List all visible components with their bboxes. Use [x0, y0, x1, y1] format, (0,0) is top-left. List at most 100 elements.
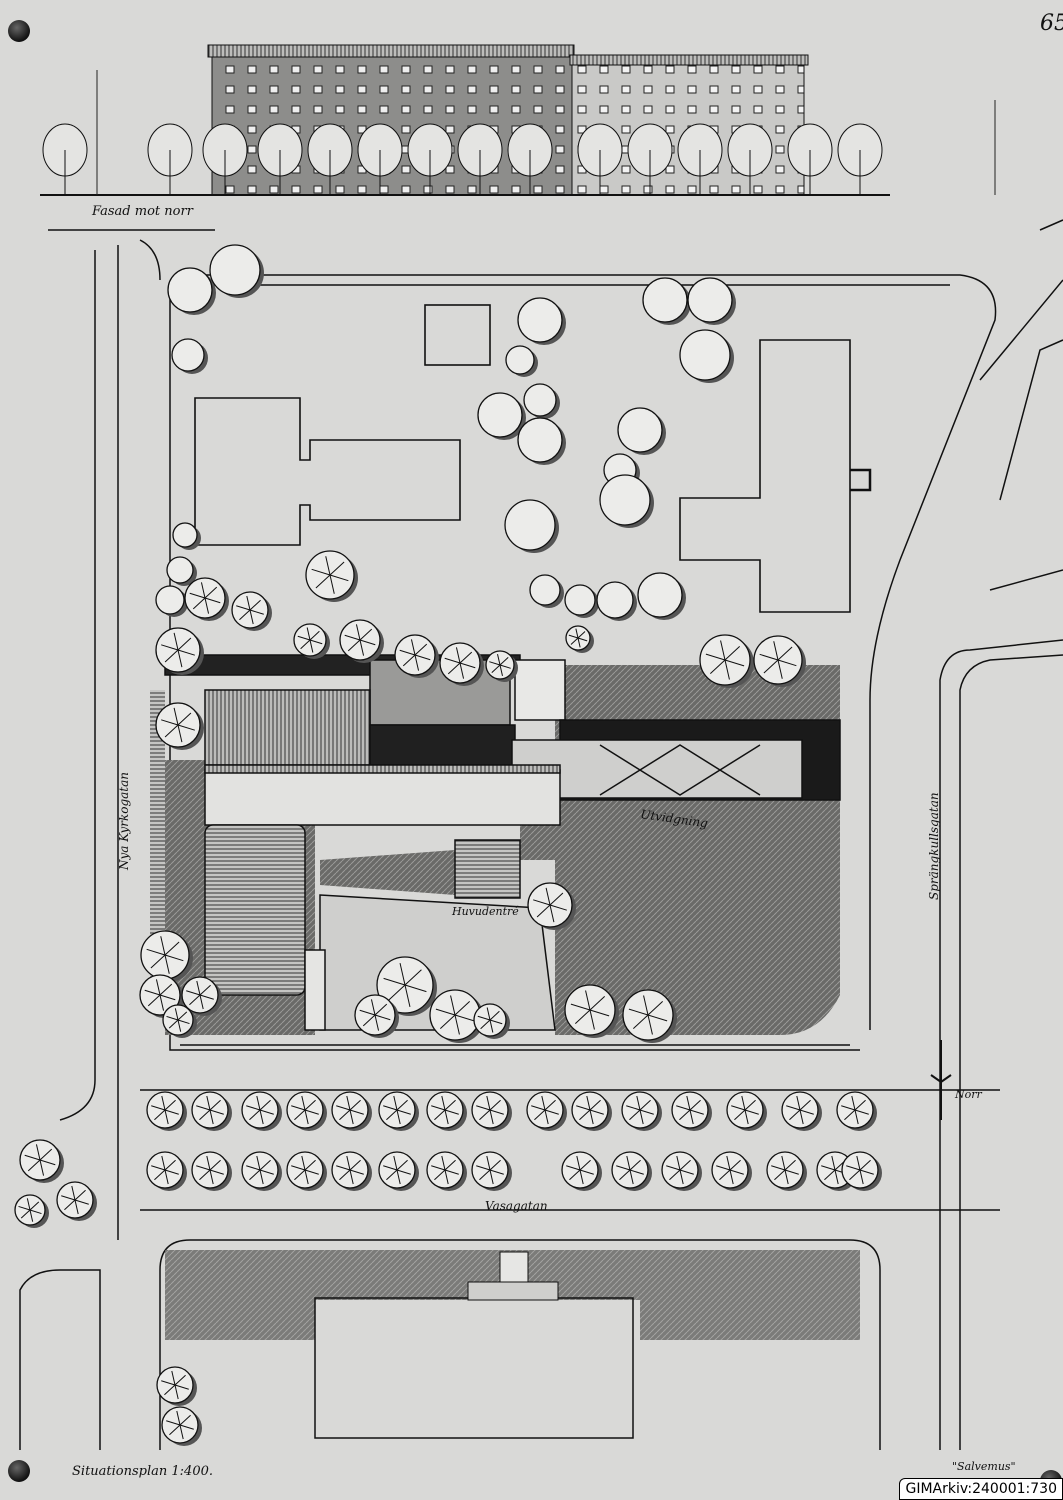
tree-icon: [577, 123, 623, 195]
street-label-east: Sprängkullsgatan: [927, 792, 941, 900]
tree-icon: [787, 123, 833, 195]
tree-icon: [286, 1091, 327, 1131]
tree-icon: [439, 642, 484, 686]
tree-icon: [394, 634, 439, 678]
tree-icon: [677, 123, 723, 195]
tree-icon: [477, 392, 526, 440]
tree-icon: [140, 930, 193, 982]
tree-icon: [241, 1151, 282, 1191]
tree-icon: [307, 123, 353, 195]
sheet-number: 65: [1040, 11, 1063, 36]
tree-icon: [571, 1091, 612, 1131]
tree-icon: [162, 1004, 197, 1038]
tree-icon: [837, 123, 883, 195]
north-elevation: [40, 44, 996, 196]
tree-icon: [146, 1091, 187, 1131]
main-entrance-label: Huvudentré: [451, 905, 519, 918]
tree-icon: [166, 556, 197, 586]
tree-icon: [42, 123, 88, 195]
existing-buildings: [194, 304, 872, 613]
tree-icon: [56, 1181, 97, 1221]
tree-icon: [596, 581, 637, 621]
elevation-title: Fasad mot norr: [91, 204, 194, 219]
tree-icon: [529, 574, 564, 608]
tree-icon: [679, 329, 734, 383]
tree-icon: [471, 1091, 512, 1131]
tree-icon: [523, 383, 560, 419]
tree-icon: [19, 1139, 64, 1183]
tree-icon: [376, 956, 437, 1016]
tree-icon: [627, 123, 673, 195]
tree-icon: [241, 1091, 282, 1131]
tree-icon: [231, 591, 272, 631]
tree-icon: [517, 297, 566, 345]
tree-icon: [202, 123, 248, 195]
pin: [8, 1460, 30, 1482]
tree-icon: [429, 989, 484, 1043]
tree-icon: [671, 1091, 712, 1131]
tree-icon: [621, 1091, 662, 1131]
tree-icon: [161, 1406, 202, 1446]
tree-icon: [727, 123, 773, 195]
tree-icon: [564, 584, 599, 618]
tree-icon: [642, 277, 691, 325]
tree-icon: [561, 1151, 602, 1191]
tree-icon: [617, 407, 666, 455]
motto-signature: "Salvemus": [952, 1460, 1016, 1473]
tree-icon: [184, 577, 229, 621]
tree-icon: [293, 623, 330, 659]
street-label-south: Vasagatan: [485, 1199, 548, 1213]
tree-icon: [687, 277, 736, 325]
tree-icon: [147, 123, 193, 195]
north-label: Norr: [954, 1088, 983, 1101]
archive-id-stamp: GIMArkiv:240001:730: [899, 1478, 1063, 1500]
plan-title: Situationsplan 1:400.: [72, 1464, 213, 1479]
tree-icon: [485, 650, 518, 682]
tree-icon: [331, 1091, 372, 1131]
tree-icon: [426, 1091, 467, 1131]
tree-icon: [339, 619, 384, 663]
tree-icon: [661, 1151, 702, 1191]
street-label-west: Nya Kyrkogatan: [117, 772, 131, 871]
building-south: [314, 1251, 634, 1439]
tree-icon: [167, 267, 216, 315]
tree-icon: [155, 702, 204, 750]
tree-icon: [699, 634, 754, 688]
tree-icon: [711, 1151, 752, 1191]
tree-icon: [504, 499, 559, 553]
school-buildings: [150, 654, 841, 1031]
tree-icon: [191, 1091, 232, 1131]
tree-icon: [354, 994, 399, 1038]
tree-icon: [622, 989, 677, 1043]
tree-icon: [181, 976, 222, 1016]
tree-icon: [286, 1151, 327, 1191]
trees: [14, 244, 882, 1446]
tree-icon: [473, 1003, 510, 1039]
tree-icon: [526, 1091, 567, 1131]
tree-icon: [209, 244, 264, 298]
tree-icon: [507, 123, 553, 195]
tree-icon: [564, 984, 619, 1038]
tree-icon: [527, 882, 576, 930]
tree-icon: [637, 572, 686, 620]
tree-icon: [191, 1151, 232, 1191]
tree-icon: [753, 635, 806, 687]
tree-icon: [331, 1151, 372, 1191]
tree-icon: [155, 627, 204, 675]
tree-icon: [257, 123, 303, 195]
tree-icon: [426, 1151, 467, 1191]
tree-icon: [611, 1151, 652, 1191]
tree-icon: [357, 123, 403, 195]
tree-icon: [599, 474, 654, 528]
tree-icon: [565, 625, 594, 653]
tree-icon: [517, 417, 566, 465]
tree-icon: [155, 585, 188, 617]
tree-icon: [172, 522, 201, 550]
tree-icon: [171, 338, 208, 374]
tree-icon: [457, 123, 503, 195]
tree-icon: [305, 550, 358, 602]
tree-icon: [146, 1151, 187, 1191]
tree-icon: [726, 1091, 767, 1131]
